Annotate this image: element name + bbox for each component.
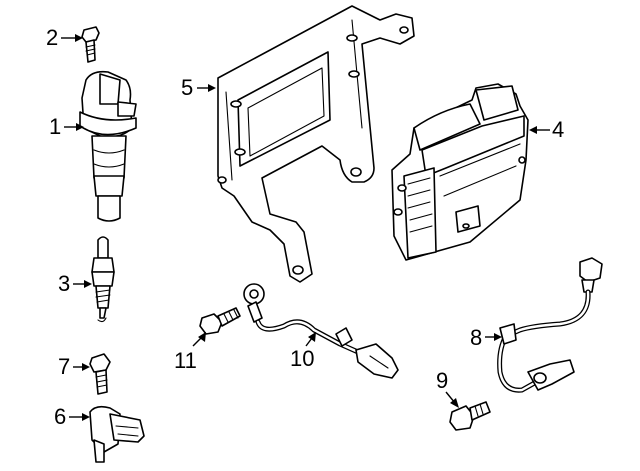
- callout-1: 1: [49, 114, 84, 139]
- leader-arrow-9: [450, 398, 459, 408]
- callout-label-1: 1: [49, 114, 61, 139]
- leader-arrow-1: [76, 123, 84, 131]
- cam-sensor-part-6: [89, 405, 145, 463]
- ecu-bracket-part-5: [217, 5, 415, 283]
- callout-6: 6: [54, 404, 90, 429]
- callout-3: 3: [58, 271, 92, 296]
- callout-5: 5: [181, 75, 216, 100]
- callout-label-6: 6: [54, 404, 66, 429]
- callout-10: 10: [290, 332, 316, 371]
- callout-8: 8: [470, 325, 502, 350]
- callout-label-5: 5: [181, 75, 193, 100]
- leader-arrow-11: [198, 332, 206, 342]
- callout-label-7: 7: [58, 354, 70, 379]
- callout-11: 11: [174, 332, 206, 373]
- callout-label-9: 9: [436, 368, 448, 393]
- leader-arrow-10: [308, 332, 316, 342]
- leader-arrow-3: [84, 280, 92, 288]
- leader-arrow-7: [82, 363, 90, 371]
- leader-arrow-4: [529, 126, 537, 134]
- spark-plug-part-3: [91, 236, 115, 323]
- callout-label-10: 10: [290, 346, 314, 371]
- leader-arrow-2: [75, 34, 83, 42]
- leader-arrow-8: [494, 333, 502, 341]
- bolt-part-9: [449, 401, 491, 431]
- callout-4: 4: [529, 117, 564, 142]
- bolt-part-2: [81, 26, 100, 63]
- bolt-part-11: [199, 307, 241, 335]
- leader-arrow-5: [208, 84, 216, 92]
- bolt-part-7: [89, 353, 111, 395]
- callout-2: 2: [46, 25, 83, 50]
- callout-label-11: 11: [174, 348, 197, 373]
- ecu-module-part-4: [391, 83, 529, 261]
- callout-label-2: 2: [46, 25, 58, 50]
- knock-sensor-part-10: [243, 283, 399, 379]
- leader-line-10: [305, 337, 313, 347]
- ignition-coil-part-1: [79, 70, 137, 222]
- callout-label-3: 3: [58, 271, 70, 296]
- sensor-harness-part-8: [497, 257, 603, 393]
- callout-7: 7: [58, 354, 90, 379]
- callout-label-4: 4: [552, 117, 564, 142]
- leader-arrow-6: [82, 413, 90, 421]
- leader-line-11: [192, 337, 202, 347]
- callout-9: 9: [436, 368, 459, 408]
- callout-label-8: 8: [470, 325, 482, 350]
